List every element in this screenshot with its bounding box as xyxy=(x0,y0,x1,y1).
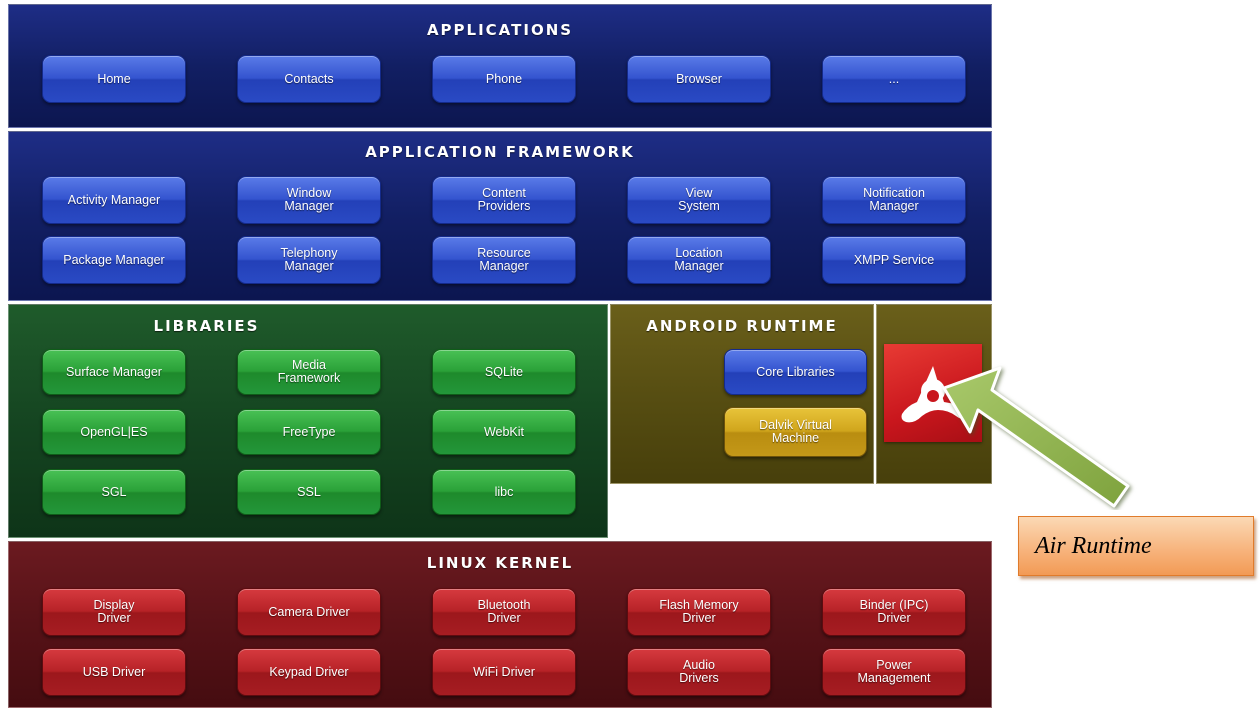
runtime-core-libraries: Core Libraries xyxy=(724,349,867,395)
kernel-binder-ipc-driver: Binder (IPC) Driver xyxy=(822,588,966,636)
libraries-layer: Libraries Surface Manager Media Framewor… xyxy=(8,304,608,538)
lib-freetype: FreeType xyxy=(237,409,381,455)
lib-ssl: SSL xyxy=(237,469,381,515)
framework-title: Application Framework xyxy=(365,143,635,161)
lib-media-framework: Media Framework xyxy=(237,349,381,395)
framework-resource-manager: Resource Manager xyxy=(432,236,576,284)
kernel-wifi-driver: WiFi Driver xyxy=(432,648,576,696)
app-home: Home xyxy=(42,55,186,103)
adobe-air-logo-shape xyxy=(901,366,972,423)
applications-layer: Applications Home Contacts Phone Browser… xyxy=(8,4,992,128)
lib-opengl-es: OpenGL|ES xyxy=(42,409,186,455)
framework-view-system: View System xyxy=(627,176,771,224)
lib-sqlite: SQLite xyxy=(432,349,576,395)
libraries-title: Libraries xyxy=(153,317,260,335)
lib-sgl: SGL xyxy=(42,469,186,515)
framework-window-manager: Window Manager xyxy=(237,176,381,224)
pointer-arrow-icon xyxy=(942,366,1130,508)
runtime-dalvik-vm: Dalvik Virtual Machine xyxy=(724,407,867,457)
kernel-display-driver: Display Driver xyxy=(42,588,186,636)
kernel-title: Linux Kernel xyxy=(426,554,574,572)
lib-surface-manager: Surface Manager xyxy=(42,349,186,395)
android-runtime-layer: Android Runtime Core Libraries Dalvik Vi… xyxy=(610,304,874,484)
app-contacts: Contacts xyxy=(237,55,381,103)
app-more: ... xyxy=(822,55,966,103)
air-runtime-label: Air Runtime xyxy=(1035,532,1152,559)
android-architecture-diagram: Applications Home Contacts Phone Browser… xyxy=(8,4,992,708)
application-framework-layer: Application Framework Activity Manager W… xyxy=(8,131,992,301)
lib-libc: libc xyxy=(432,469,576,515)
linux-kernel-layer: Linux Kernel Display Driver Camera Drive… xyxy=(8,541,992,708)
app-browser: Browser xyxy=(627,55,771,103)
lib-webkit: WebKit xyxy=(432,409,576,455)
framework-xmpp-service: XMPP Service xyxy=(822,236,966,284)
app-phone: Phone xyxy=(432,55,576,103)
applications-title: Applications xyxy=(426,21,574,39)
framework-activity-manager: Activity Manager xyxy=(42,176,186,224)
kernel-keypad-driver: Keypad Driver xyxy=(237,648,381,696)
framework-notification-manager: Notification Manager xyxy=(822,176,966,224)
framework-package-manager: Package Manager xyxy=(42,236,186,284)
kernel-bluetooth-driver: Bluetooth Driver xyxy=(432,588,576,636)
framework-location-manager: Location Manager xyxy=(627,236,771,284)
runtime-title: Android Runtime xyxy=(646,317,838,335)
air-runtime-label-box: Air Runtime xyxy=(1018,516,1254,576)
framework-telephony-manager: Telephony Manager xyxy=(237,236,381,284)
kernel-usb-driver: USB Driver xyxy=(42,648,186,696)
kernel-audio-drivers: Audio Drivers xyxy=(627,648,771,696)
kernel-camera-driver: Camera Driver xyxy=(237,588,381,636)
framework-content-providers: Content Providers xyxy=(432,176,576,224)
kernel-flash-memory-driver: Flash Memory Driver xyxy=(627,588,771,636)
kernel-power-management: Power Management xyxy=(822,648,966,696)
